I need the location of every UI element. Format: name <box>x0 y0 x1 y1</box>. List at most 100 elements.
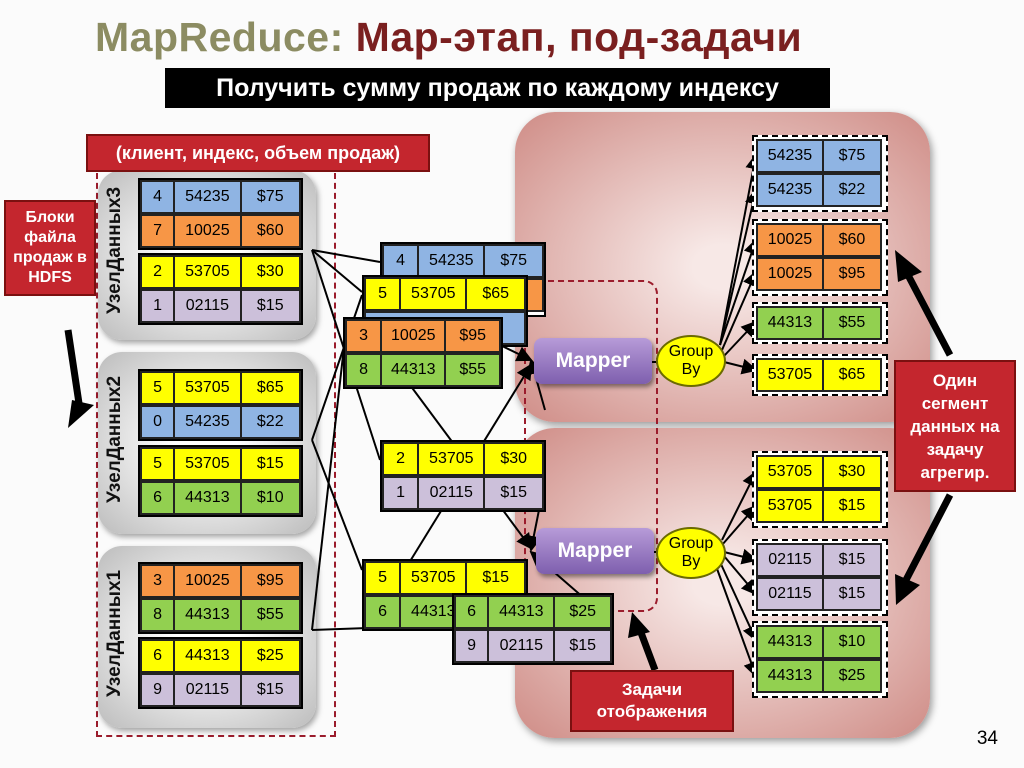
cell: 54235 <box>175 182 242 212</box>
cell: 10025 <box>758 259 824 289</box>
table-row: 4 54235 $75 <box>140 180 301 214</box>
table-row: 2 53705 $30 <box>382 442 544 476</box>
cell: 53705 <box>401 279 468 309</box>
cell: $10 <box>256 489 284 506</box>
table-row: 6 44313 $25 <box>454 595 612 629</box>
table-row: 1 02115 $15 <box>382 476 544 510</box>
cell: 0 <box>142 407 176 437</box>
cell: 53705 <box>758 360 824 390</box>
cell: 02115 <box>758 545 824 575</box>
page-title: MapReduce: Map-этап, под-задачи <box>95 14 802 61</box>
cell: 54235 <box>175 407 242 437</box>
table-row: 8 44313 $55 <box>140 598 301 632</box>
cell: 6 <box>366 597 402 627</box>
cell: $65 <box>838 366 866 383</box>
cell: $55 <box>256 606 284 623</box>
cell: 44313 <box>175 600 242 630</box>
table-row: 1 02115 $15 <box>140 289 301 323</box>
cell: $60 <box>256 222 284 239</box>
title-part2: Map-этап, под-задачи <box>355 14 803 60</box>
cell: $30 <box>838 463 866 480</box>
cell: $15 <box>838 497 866 514</box>
cell: $75 <box>838 147 866 164</box>
cell: 44313 <box>175 483 242 513</box>
groupby-line2: By <box>681 361 701 378</box>
groupby-line2: By <box>681 553 701 570</box>
table-row: 10025 $60 <box>756 223 882 257</box>
cell: 3 <box>347 321 383 351</box>
table-row: 02115 $15 <box>756 577 882 611</box>
table-row: 53705 $65 <box>756 358 882 392</box>
cell: 4 <box>142 182 176 212</box>
table-row: 5 53705 $15 <box>140 447 301 481</box>
cell: 7 <box>142 216 176 246</box>
table-row: 53705 $30 <box>756 455 882 489</box>
cell: 44313 <box>489 597 556 627</box>
cell: 44313 <box>175 641 242 671</box>
cell: 53705 <box>758 491 824 521</box>
cell: 6 <box>142 641 176 671</box>
cell: $75 <box>256 188 284 205</box>
cell: $15 <box>569 637 597 654</box>
table-row: 5 53705 $65 <box>364 277 526 311</box>
cell: $65 <box>256 379 284 396</box>
cell: $95 <box>459 327 487 344</box>
cell: 6 <box>456 597 490 627</box>
cell: $22 <box>256 413 284 430</box>
cell: $15 <box>482 569 510 586</box>
cell: 10025 <box>175 216 242 246</box>
table-row: 44313 $25 <box>756 659 882 693</box>
table-row: 6 44313 $25 <box>140 639 301 673</box>
table-row: 6 44313 $10 <box>140 481 301 515</box>
table-row: 54235 $75 <box>756 139 882 173</box>
cell: $75 <box>500 252 528 269</box>
table-row: 10025 $95 <box>756 257 882 291</box>
cell: 8 <box>347 355 383 385</box>
cell: 53705 <box>175 449 242 479</box>
table-row: 9 02115 $15 <box>140 673 301 707</box>
cell: $15 <box>256 455 284 472</box>
cell: $95 <box>838 265 866 282</box>
cell: 1 <box>142 291 176 321</box>
table-row: 44313 $55 <box>756 306 882 340</box>
cell: 2 <box>384 444 420 474</box>
mapper-bottom: Mapper <box>536 528 654 574</box>
cell: 9 <box>142 675 176 705</box>
format-label: (клиент, индекс, объем продаж) <box>86 134 430 172</box>
cell: $65 <box>482 285 510 302</box>
cell: 02115 <box>175 675 242 705</box>
cell: 54235 <box>419 246 486 276</box>
table-row: 7 10025 $60 <box>140 214 301 248</box>
cell: 5 <box>142 449 176 479</box>
cell: 2 <box>142 257 176 287</box>
table-row: 02115 $15 <box>756 543 882 577</box>
cell: $15 <box>256 297 284 314</box>
cell: $10 <box>838 633 866 650</box>
cell: 02115 <box>419 478 486 508</box>
cell: 8 <box>142 600 176 630</box>
cell: 9 <box>456 631 490 661</box>
table-row: 3 10025 $95 <box>140 564 301 598</box>
cell: $55 <box>838 314 866 331</box>
cell: 44313 <box>758 627 824 657</box>
table-row: 3 10025 $95 <box>345 319 501 353</box>
tasks-label: Задачи отображения <box>570 670 734 732</box>
cell: 54235 <box>758 141 824 171</box>
page-number: 34 <box>976 728 998 749</box>
table-row: 54235 $22 <box>756 173 882 207</box>
groupby-line1: Group <box>668 535 714 552</box>
cell: 53705 <box>758 457 824 487</box>
cell: 53705 <box>175 257 242 287</box>
cell: 44313 <box>758 661 824 691</box>
table-row: 5 53705 $15 <box>364 561 526 595</box>
cell: 10025 <box>382 321 447 351</box>
cell: $95 <box>256 572 284 589</box>
cell: 5 <box>142 373 176 403</box>
cell: 02115 <box>175 291 242 321</box>
cell: $15 <box>500 484 528 501</box>
cell: $15 <box>838 551 866 568</box>
table-row: 0 54235 $22 <box>140 405 301 439</box>
cell: 53705 <box>175 373 242 403</box>
